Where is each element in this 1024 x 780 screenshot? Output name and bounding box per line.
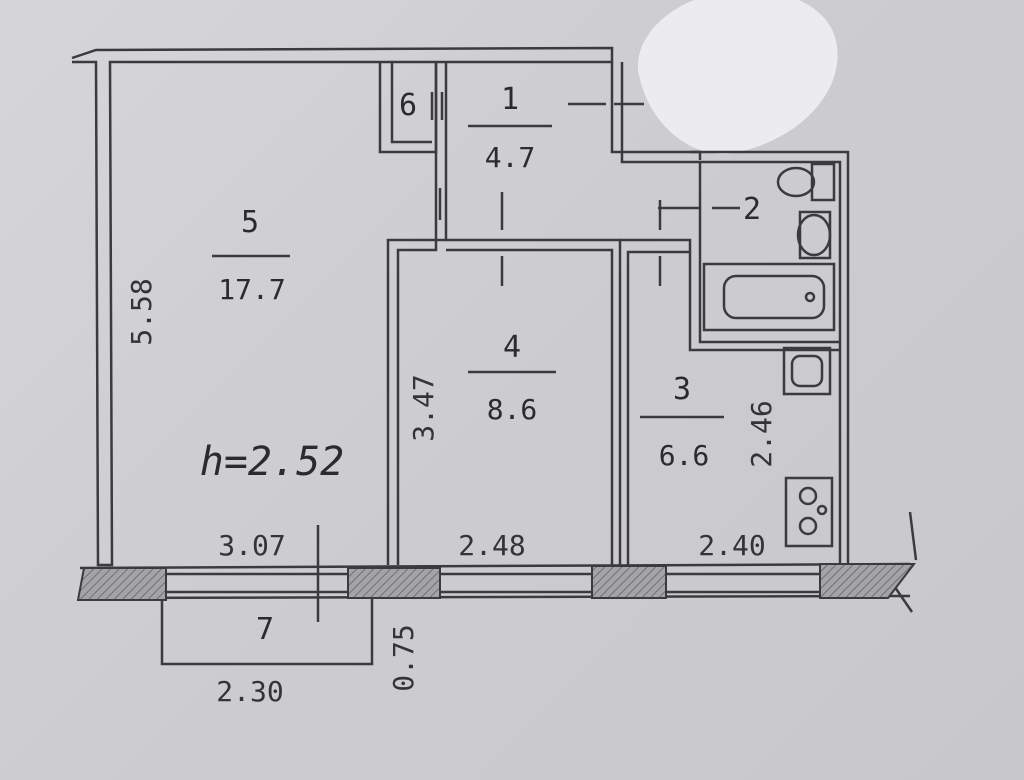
dim-room4-width: 2.48 xyxy=(458,529,526,562)
wall-pier-4 xyxy=(819,563,917,599)
room-3-number: 3 xyxy=(672,372,692,407)
kitchen-sink xyxy=(782,346,832,396)
room-3-area: 6.6 xyxy=(658,439,710,472)
balcony-outline xyxy=(160,598,374,666)
hall-walls xyxy=(386,62,448,565)
room-4-number: 4 xyxy=(502,330,522,365)
stove xyxy=(784,476,834,548)
dim-room5-height: 5.58 xyxy=(125,278,158,346)
dim-room3-width: 2.40 xyxy=(698,529,766,562)
bathtub xyxy=(702,262,836,332)
window-wall xyxy=(79,562,911,570)
dim-balcony-depth: 0.75 xyxy=(387,624,420,692)
toilet-bowl xyxy=(776,166,816,198)
room-7-number: 7 xyxy=(255,612,275,647)
room-2-number: 2 xyxy=(742,192,762,227)
room-5-number: 5 xyxy=(240,205,260,240)
room-4-area: 8.6 xyxy=(486,393,538,426)
wall-pier-3 xyxy=(591,565,667,599)
ceiling-height-label: h=2.52 xyxy=(199,439,345,485)
dim-room4-height: 3.47 xyxy=(407,374,440,442)
wall-pier-2 xyxy=(347,567,441,599)
toilet-tank xyxy=(810,162,836,202)
dim-balcony-width: 2.30 xyxy=(216,675,284,708)
dim-room5-width: 3.07 xyxy=(218,529,286,562)
dim-room3-height: 2.46 xyxy=(745,400,778,468)
wall-outer-left xyxy=(71,46,614,567)
room-1-number: 1 xyxy=(500,82,520,117)
room-1-area: 4.7 xyxy=(484,141,536,174)
bathroom-walls xyxy=(690,150,850,565)
wall-pier-1 xyxy=(76,567,167,601)
room-6-number: 6 xyxy=(398,88,418,123)
room-5-area: 17.7 xyxy=(218,273,286,306)
